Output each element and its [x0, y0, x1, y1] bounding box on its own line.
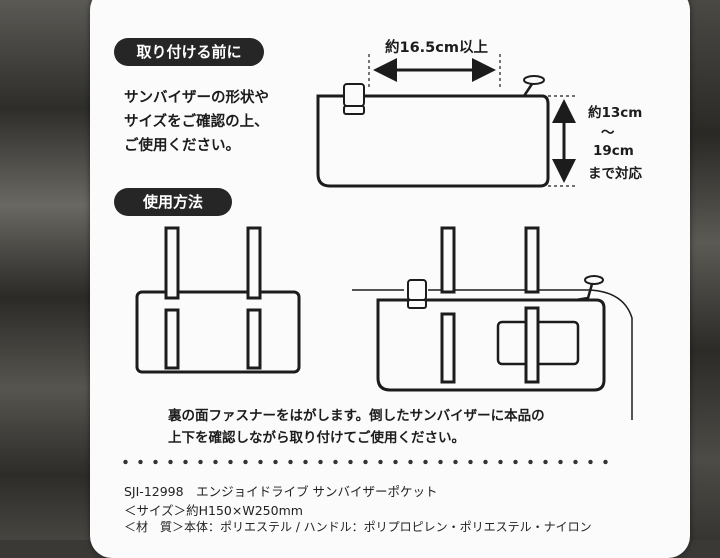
pocket-diagram	[135, 226, 301, 374]
section-before-title: 取り付ける前に	[114, 38, 264, 66]
product-code-name: SJI-12998 エンジョイドライブ サンバイザーポケット	[124, 484, 438, 499]
visor-dimension-diagram	[316, 54, 578, 188]
attached-diagram	[352, 226, 633, 420]
check-text-line-3: ご使用ください。	[124, 138, 240, 154]
usage-text-line-2: 上下を確認しながら取り付けてご使用ください。	[168, 430, 465, 446]
check-text-line-1: サンバイザーの形状や	[124, 90, 269, 106]
illustrations	[135, 54, 633, 420]
check-text-line-2: サイズをご確認の上、	[124, 114, 269, 130]
product-size: ＜サイズ＞約H150×W250mm	[124, 503, 303, 518]
usage-text-line-1: 裏の面ファスナーをはがします。倒したサンバイザーに本品の	[168, 408, 545, 424]
dotted-separator	[118, 459, 618, 465]
height-label-bottom: まで対応	[588, 166, 642, 182]
product-material: ＜材 質＞本体：ポリエステル / ハンドル：ポリプロピレン・ポリエステル・ナイロ…	[124, 520, 592, 534]
height-label-top: 約13cm	[588, 105, 643, 121]
section-usage-title: 使用方法	[114, 188, 232, 216]
width-label: 約16.5cm以上	[385, 40, 488, 56]
height-label-tilde: 〜	[601, 125, 615, 141]
height-label-mid: 19cm	[593, 143, 634, 159]
